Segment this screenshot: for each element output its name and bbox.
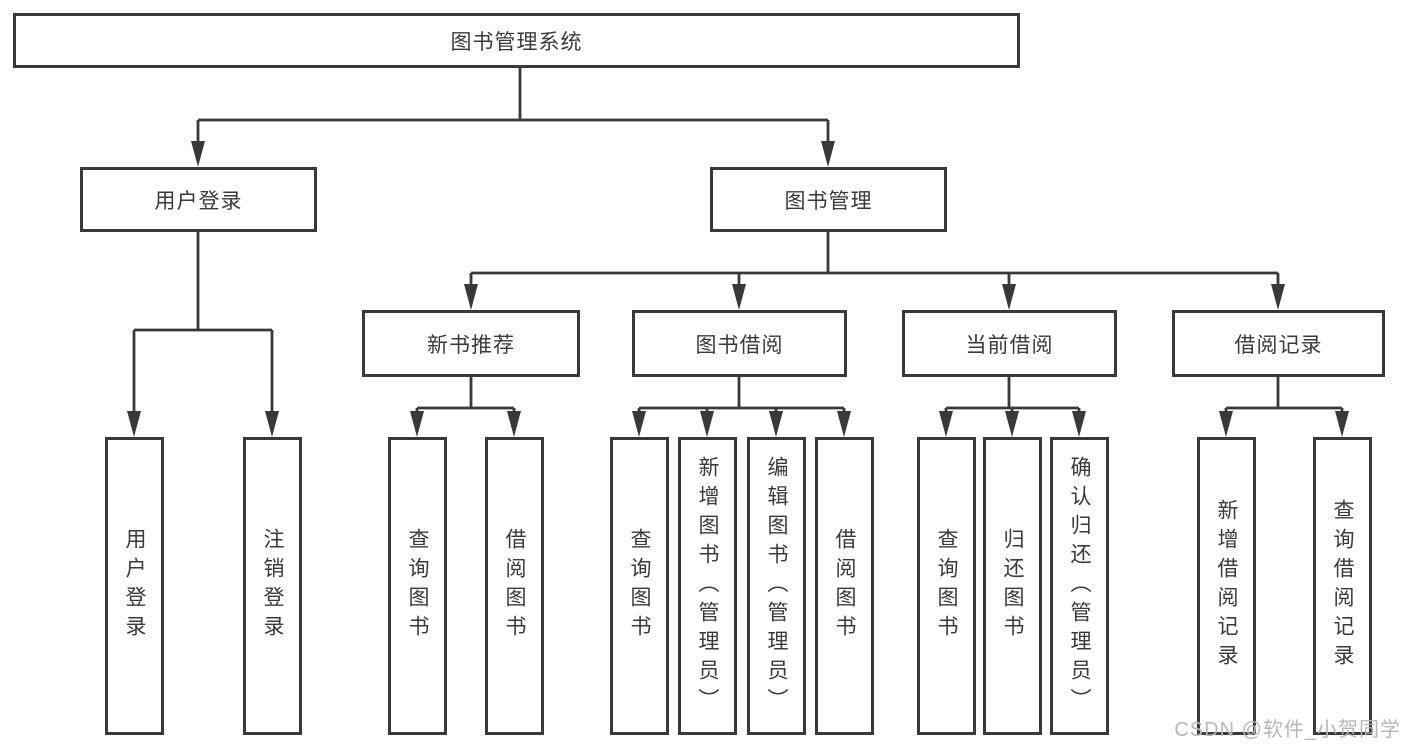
node-current-borrow: 当前借阅: [902, 310, 1117, 377]
leaf-bb-add-book-admin: 新增图书（管理员）: [678, 437, 737, 735]
leaf-newrec-query-book: 查询图书: [388, 437, 447, 735]
node-new-book-recommend: 新书推荐: [362, 310, 580, 377]
leaf-bb-query-book-label: 查询图书: [628, 528, 651, 644]
leaf-user-login-label: 用户登录: [123, 528, 146, 644]
leaf-logout: 注销登录: [243, 437, 302, 735]
node-new-book-recommend-label: 新书推荐: [427, 333, 515, 357]
leaf-bb-edit-book-admin: 编辑图书（管理员）: [747, 437, 806, 735]
node-current-borrow-label: 当前借阅: [965, 333, 1054, 357]
node-user-login-label: 用户登录: [154, 189, 243, 213]
arrowheads: [127, 141, 1349, 437]
node-book-borrow-label: 图书借阅: [695, 333, 784, 357]
leaf-br-query-record-label: 查询借阅记录: [1331, 499, 1354, 673]
leaf-br-add-record: 新增借阅记录: [1197, 437, 1256, 735]
node-root-system-label: 图书管理系统: [450, 30, 583, 54]
leaf-newrec-borrow-book-label: 借阅图书: [503, 528, 526, 644]
leaf-logout-label: 注销登录: [261, 528, 284, 644]
leaf-user-login: 用户登录: [105, 437, 164, 735]
leaf-cb-confirm-return-admin: 确认归还（管理员）: [1050, 437, 1109, 735]
leaf-bb-add-book-admin-label: 新增图书（管理员）: [696, 455, 719, 717]
leaf-br-add-record-label: 新增借阅记录: [1215, 499, 1238, 673]
node-borrow-record: 借阅记录: [1172, 310, 1385, 377]
leaf-newrec-query-book-label: 查询图书: [406, 528, 429, 644]
leaf-cb-query-book: 查询图书: [917, 437, 976, 735]
leaf-bb-borrow-book-label: 借阅图书: [833, 528, 856, 644]
leaf-cb-return-book-label: 归还图书: [1001, 528, 1024, 644]
leaf-bb-borrow-book: 借阅图书: [815, 437, 874, 735]
leaf-br-query-record: 查询借阅记录: [1313, 437, 1372, 735]
leaf-bb-edit-book-admin-label: 编辑图书（管理员）: [765, 455, 788, 717]
node-borrow-record-label: 借阅记录: [1234, 333, 1323, 357]
node-user-login: 用户登录: [80, 167, 317, 232]
node-book-borrow: 图书借阅: [632, 310, 847, 377]
node-book-management-label: 图书管理: [784, 189, 873, 213]
node-root-system: 图书管理系统: [13, 13, 1020, 68]
leaf-cb-confirm-return-admin-label: 确认归还（管理员）: [1068, 455, 1091, 717]
leaf-cb-return-book: 归还图书: [983, 437, 1042, 735]
leaf-bb-query-book: 查询图书: [610, 437, 669, 735]
csdn-watermark: CSDN @软件_小贺同学: [1174, 719, 1401, 741]
leaf-cb-query-book-label: 查询图书: [935, 528, 958, 644]
leaf-newrec-borrow-book: 借阅图书: [485, 437, 544, 735]
node-book-management: 图书管理: [710, 167, 947, 232]
